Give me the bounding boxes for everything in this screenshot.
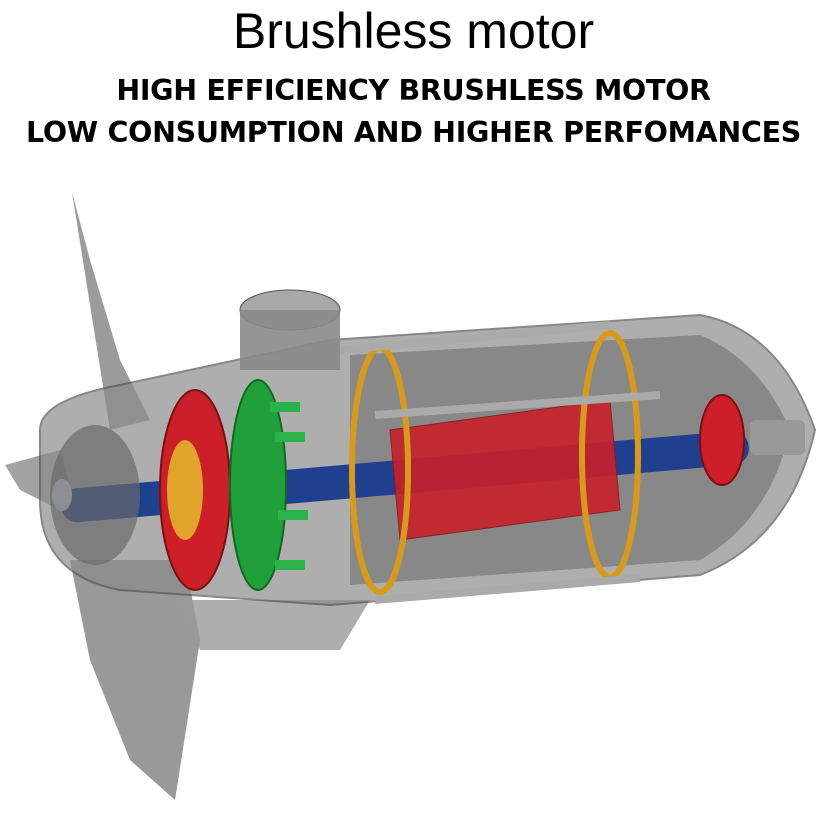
page-title: Brushless motor — [232, 3, 595, 59]
tie-rod — [339, 321, 611, 354]
subtitle-line-1: HIGH EFFICIENCY BRUSHLESS MOTOR — [116, 74, 711, 107]
hub-pin — [275, 432, 305, 442]
cap-body — [240, 310, 340, 370]
fin-bottom — [180, 600, 370, 650]
hub-pin — [275, 560, 305, 570]
hub-pin — [278, 510, 308, 520]
tie-rod — [374, 391, 661, 419]
hall-sensor-hub — [229, 379, 287, 591]
front-bearing-ring — [167, 440, 203, 540]
rotor — [389, 399, 621, 541]
propeller-blade-bottom — [70, 560, 200, 800]
hub-pin — [270, 402, 300, 412]
rear-nut — [750, 420, 805, 455]
rear-bearing — [699, 394, 745, 486]
prop-hub — [50, 425, 140, 565]
subtitle-line-2: LOW CONSUMPTION AND HIGHER PERFOMANCES — [26, 116, 801, 149]
tie-rod — [374, 574, 641, 604]
